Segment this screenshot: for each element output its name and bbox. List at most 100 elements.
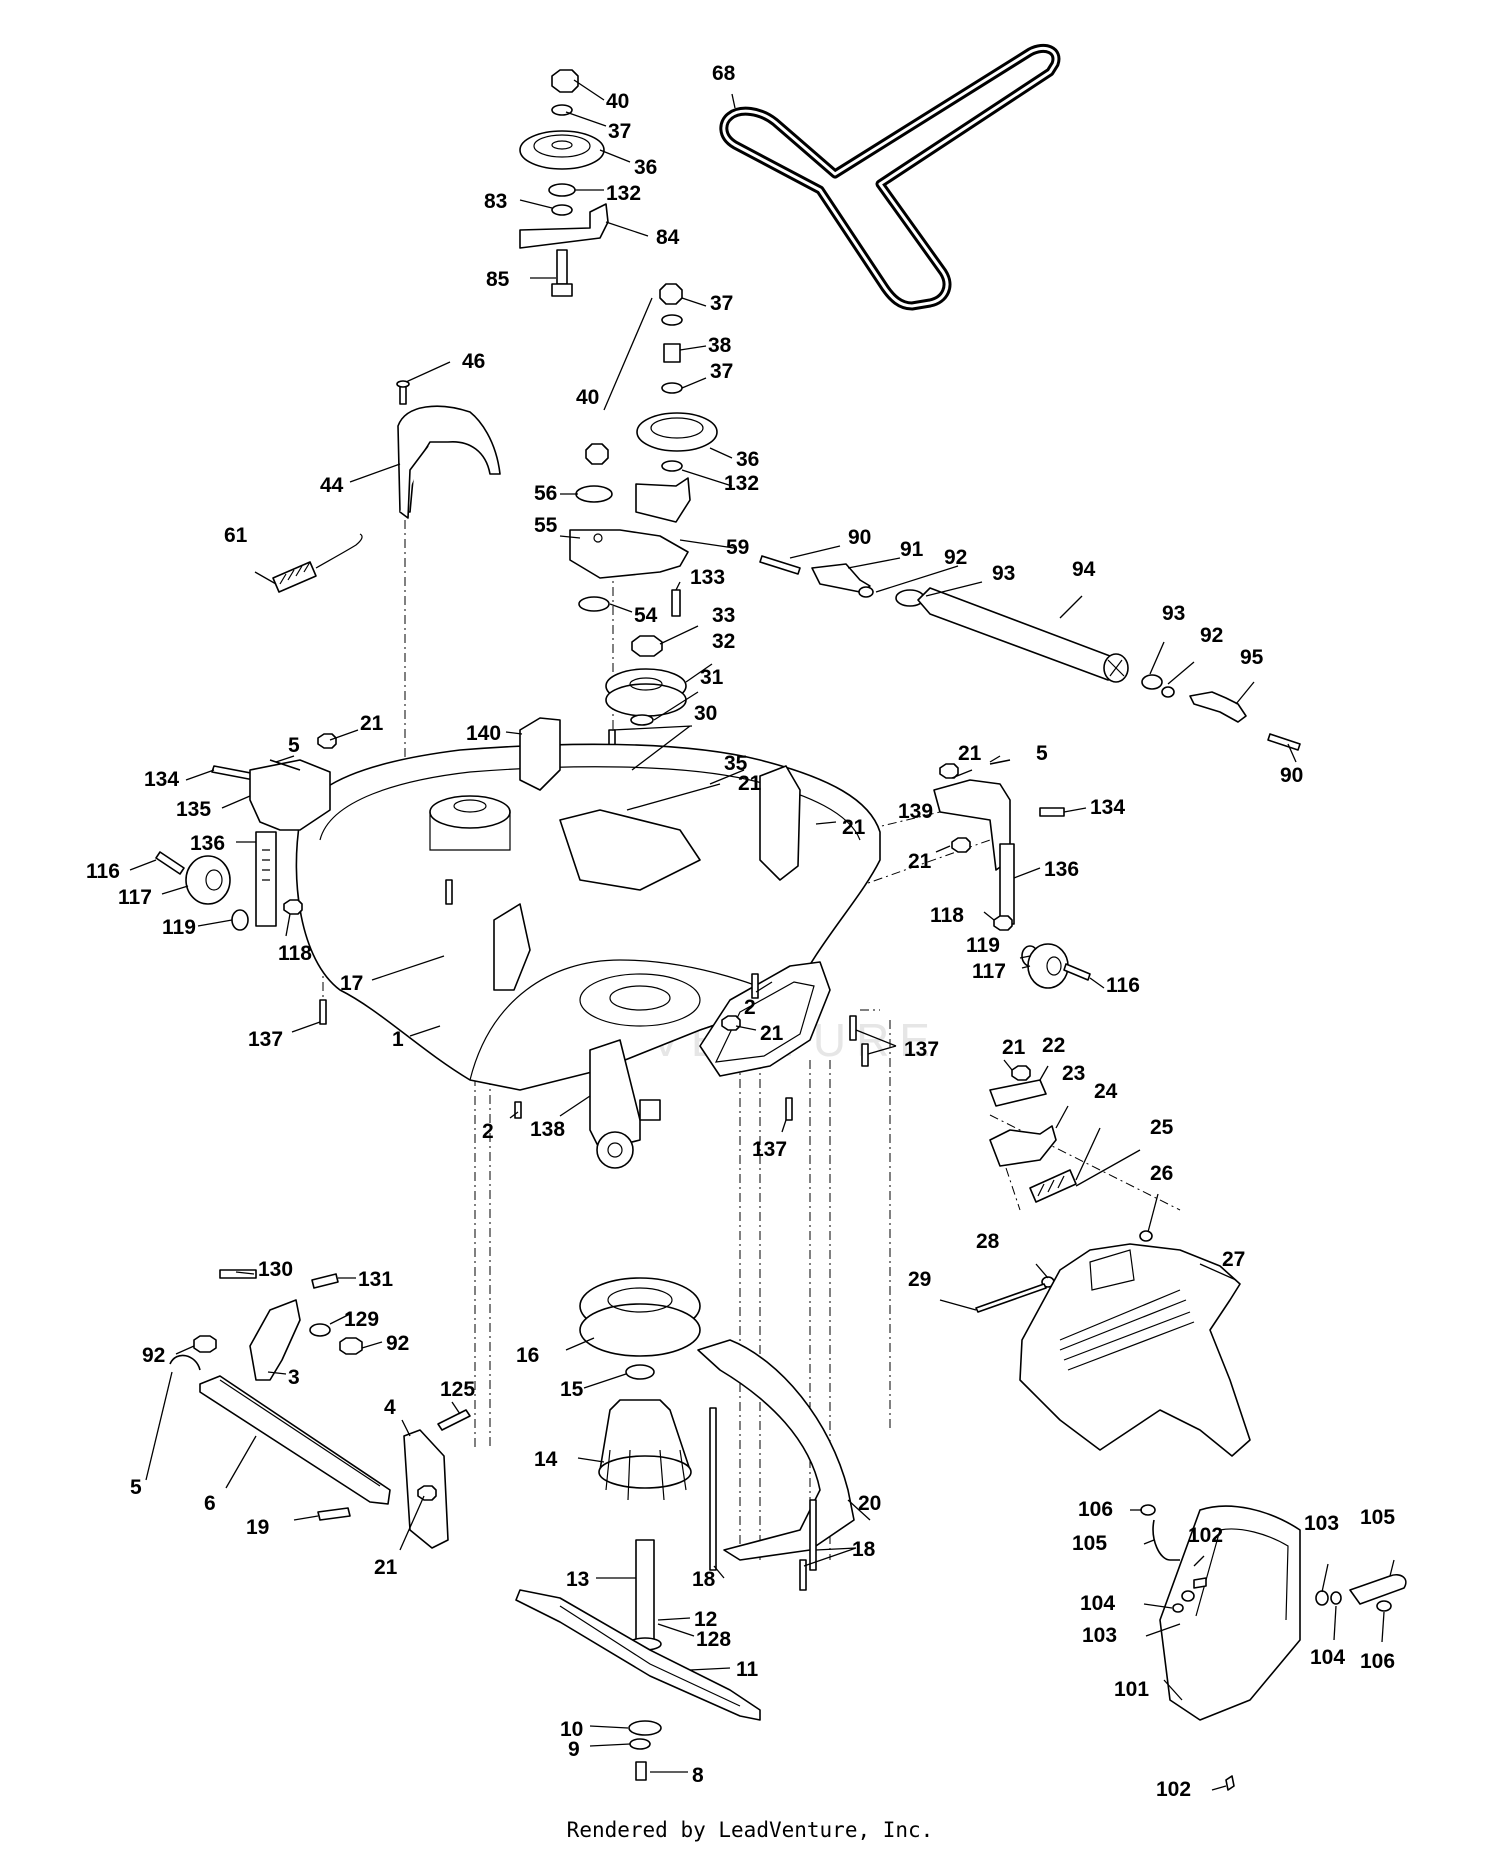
- nut-21-right-top: [939, 763, 959, 779]
- callout-90: 90: [848, 526, 871, 549]
- callout-1: 1: [392, 1028, 404, 1051]
- callout-21: 21: [738, 772, 762, 795]
- bolt-85: [556, 249, 568, 285]
- wheel-117: [185, 855, 231, 905]
- lift-linkage-assembly: [169, 1269, 471, 1549]
- nut-104a: [1172, 1603, 1184, 1613]
- callout-2: 2: [744, 996, 756, 1019]
- callout-102: 102: [1156, 1778, 1191, 1801]
- bracket-140: [519, 717, 561, 791]
- callout-132: 132: [606, 182, 641, 205]
- callout-95: 95: [1240, 646, 1264, 669]
- nut-40: [551, 69, 579, 93]
- callout-135: 135: [176, 798, 211, 821]
- bolt-102a: [1193, 1577, 1207, 1589]
- deck-idler-bracket: [559, 809, 701, 891]
- callout-15: 15: [560, 1378, 584, 1401]
- belt-cover-44: [396, 380, 501, 519]
- washer-54: [578, 596, 610, 612]
- spindle-shaft-13: [635, 1539, 655, 1641]
- bracket-59: [635, 477, 691, 523]
- baffle-20: [697, 1339, 855, 1561]
- spacer-38: [663, 343, 681, 363]
- cotter-pin-125: [437, 1409, 471, 1431]
- wheel-117b: [1027, 943, 1069, 989]
- right-wheel-bracket-assembly: [933, 759, 1091, 989]
- callout-27: 27: [1222, 1248, 1245, 1271]
- callout-10: 10: [560, 1718, 583, 1741]
- callout-91: 91: [900, 538, 924, 561]
- callout-125: 125: [440, 1378, 475, 1401]
- bolt-137c: [861, 1043, 869, 1067]
- callout-21: 21: [760, 1022, 784, 1045]
- washer-106b: [1376, 1600, 1392, 1612]
- deck-spindle-opening: [579, 973, 701, 1027]
- callout-30: 30: [694, 702, 717, 725]
- bolt-116: [155, 851, 185, 875]
- bolt-2a: [514, 1101, 522, 1119]
- gauge-wheel-138: [596, 1131, 634, 1169]
- callout-55: 55: [534, 514, 558, 537]
- callout-92: 92: [1200, 624, 1223, 647]
- bolt-17: [445, 879, 453, 905]
- bolt-19: [317, 1507, 351, 1521]
- callout-11: 11: [736, 1658, 759, 1681]
- callout-21: 21: [1002, 1036, 1026, 1059]
- callout-33: 33: [712, 604, 735, 627]
- idler-arm-55: [569, 529, 689, 579]
- callout-9: 9: [568, 1738, 580, 1761]
- callout-102: 102: [1188, 1524, 1223, 1547]
- callout-36: 36: [634, 156, 657, 179]
- nut-92: [858, 586, 874, 598]
- spacer-83: [551, 204, 573, 216]
- callout-18: 18: [692, 1568, 716, 1591]
- callout-104: 104: [1310, 1646, 1345, 1669]
- bolt-134b: [1039, 807, 1065, 817]
- callout-24: 24: [1094, 1080, 1118, 1103]
- callout-22: 22: [1042, 1034, 1065, 1057]
- washer-31: [630, 714, 654, 726]
- bracket-23: [989, 1125, 1057, 1167]
- callout-37: 37: [608, 120, 631, 143]
- callout-61: 61: [224, 524, 248, 547]
- idler-pulley-36: [519, 130, 605, 170]
- callout-103: 103: [1082, 1624, 1117, 1647]
- spring-25: [1029, 1169, 1077, 1203]
- bracket-139: [933, 779, 1011, 871]
- callout-136: 136: [1044, 858, 1079, 881]
- callout-137: 137: [752, 1138, 787, 1161]
- callout-105: 105: [1360, 1506, 1395, 1529]
- discharge-hinge-assembly: [975, 1065, 1153, 1313]
- callout-119: 119: [162, 916, 196, 939]
- bolt-8: [635, 1761, 647, 1781]
- callout-106: 106: [1078, 1498, 1113, 1521]
- callout-5: 5: [130, 1476, 142, 1499]
- washer-15: [625, 1364, 655, 1380]
- callout-21: 21: [374, 1556, 398, 1579]
- callout-21: 21: [360, 712, 384, 735]
- callout-139: 139: [898, 800, 933, 823]
- bolt-137a: [319, 999, 327, 1025]
- callout-118: 118: [930, 904, 964, 927]
- washer-56: [575, 485, 613, 503]
- left-wheel-bracket-assembly: [155, 733, 337, 931]
- plate-22: [989, 1079, 1047, 1107]
- washer-132b: [661, 460, 683, 472]
- roller-94: [917, 587, 1125, 681]
- washer-93b: [1141, 674, 1163, 690]
- mower-deck-housing-1: [295, 717, 881, 1169]
- bracket-136b: [999, 843, 1015, 925]
- washer-106a: [1140, 1504, 1156, 1516]
- nut-21a: [317, 733, 337, 749]
- bolt-90b: [1267, 733, 1301, 751]
- bolt-137b: [849, 1015, 857, 1041]
- spring-105b: [1349, 1573, 1407, 1605]
- deflector-101: [1140, 1504, 1407, 1791]
- callout-25: 25: [1150, 1116, 1174, 1139]
- callout-129: 129: [344, 1308, 379, 1331]
- nut-21h: [417, 1485, 437, 1501]
- callout-37: 37: [710, 292, 733, 315]
- callout-4: 4: [384, 1396, 396, 1419]
- callout-94: 94: [1072, 558, 1096, 581]
- bolt-18a: [709, 1407, 717, 1571]
